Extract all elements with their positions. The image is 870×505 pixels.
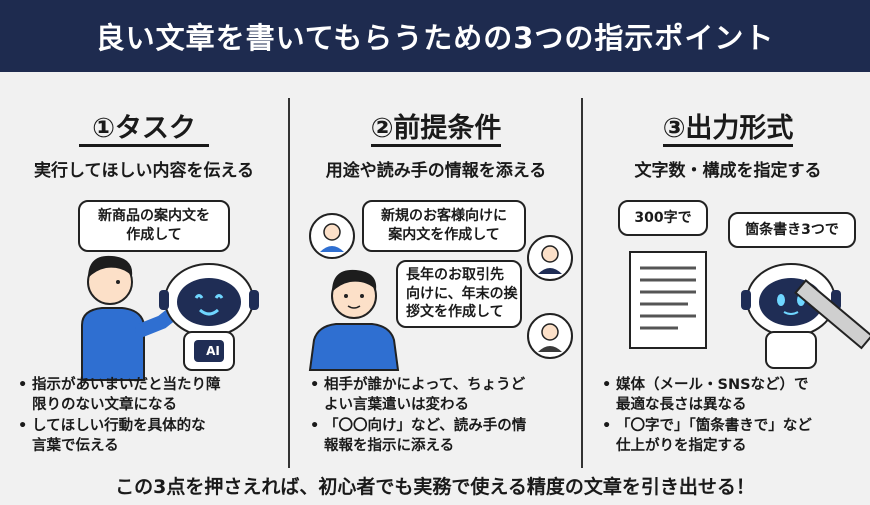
column-divider [581,98,583,468]
ruler-icon [794,279,870,350]
bullet-item: 相手が誰かによって、ちょうど よい言葉遣いは変わる [310,376,570,415]
speech-bubble: 300字で [618,200,708,236]
footer-summary: この3点を押さえれば、初心者でも実務で使える精度の文章を引き出せる！ [115,476,755,498]
bullet-item: 指示があいまいだと当たり障 限りのない文章になる [18,376,278,415]
header-banner: 良い文章を書いてもらうための3つの指示ポイント [0,0,870,72]
robot-illustration [159,263,259,371]
client-avatar-icon [527,235,573,281]
column-title-text: ②前提条件 [370,113,502,144]
column-premise: ②前提条件 用途や読み手の情報を添える 新規のお客様向けに 案内文を作成して 長… [296,100,576,470]
column-divider [288,98,290,468]
document-icon [629,251,707,349]
column-task: ①タスク 実行してほしい内容を伝える 新商品の案内文を 作成して AI 指示があ… [4,100,284,470]
column-title: ③出力形式 [588,106,868,147]
speech-bubble: 新商品の案内文を 作成して [78,200,230,252]
column-title-text: ③出力形式 [662,113,794,144]
speech-bubble: 新規のお客様向けに 案内文を作成して [362,200,526,252]
robot-ai-label: AI [206,344,220,358]
column-title: ②前提条件 [296,106,576,147]
column-output-format: ③出力形式 文字数・構成を指定する 300字で 箇条書き3つで 媒体（メール・S… [588,100,870,470]
bullet-list: 相手が誰かによって、ちょうど よい言葉遣いは変わる 「〇〇向け」など、読み手の情… [310,376,570,458]
bullet-list: 媒体（メール・SNSなど）で 最適な長さは異なる 「〇字で」「箇条書きで」など … [602,376,862,458]
bullet-item: 「〇〇向け」など、読み手の情 報報を指示に添える [310,417,570,456]
bullet-list: 指示があいまいだと当たり障 限りのない文章になる してほしい行動を具体的な 言葉… [18,376,278,458]
person-illustration [308,269,400,371]
column-title-text: ①タスク [92,113,196,144]
column-subtitle: 実行してほしい内容を伝える [34,161,254,181]
column-subtitle: 文字数・構成を指定する [634,161,822,181]
speech-bubble: 長年のお取引先 向けに、年末の挨 拶文を作成して [396,260,522,328]
bullet-item: してほしい行動を具体的な 言葉で伝える [18,417,278,456]
robot-illustration [741,263,841,369]
column-title: ①タスク [4,106,284,147]
speech-bubble: 箇条書き3つで [728,212,856,248]
person-illustration [81,255,183,381]
column-subtitle: 用途や読み手の情報を添える [325,161,547,181]
bullet-item: 媒体（メール・SNSなど）で 最適な長さは異なる [602,376,862,415]
senior-avatar-icon [527,313,573,359]
bullet-item: 「〇字で」「箇条書きで」など 仕上がりを指定する [602,417,862,456]
page-title: 良い文章を書いてもらうための3つの指示ポイント [95,21,775,55]
small-avatar-icon [309,213,355,259]
